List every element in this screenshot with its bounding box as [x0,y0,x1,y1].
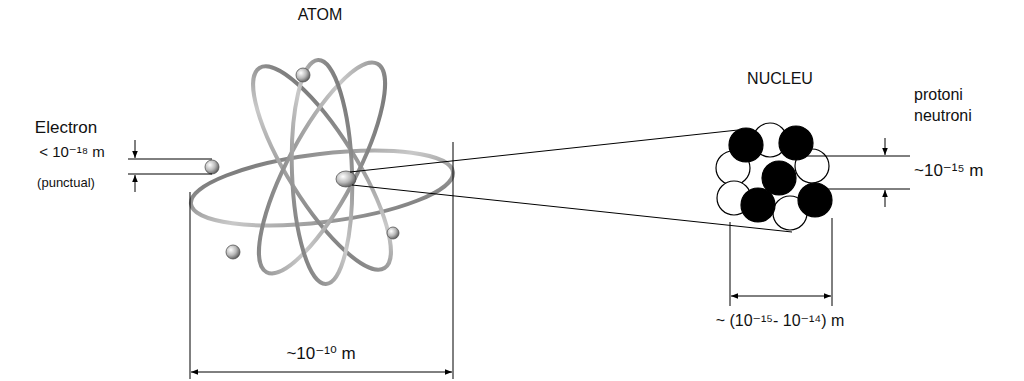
note-label: (punctual) [37,176,95,191]
nucleus-dimension [730,218,832,306]
dimension-label: < 10⁻¹⁸ m [39,143,105,160]
nucleus-heading: NUCLEU [747,70,813,88]
orbits [187,48,457,288]
electron-dimension [128,140,212,192]
atom-heading: ATOM [298,6,343,24]
part-name: Electron [35,118,97,138]
dimension-label: ~10⁻¹⁵ m [914,161,983,181]
zoom-lines [350,130,792,232]
nucleus-zoom [716,123,832,230]
atom-dimension [190,142,453,379]
dimension-label: ~10⁻¹⁰ m [286,344,355,364]
part-name: neutroni [914,107,972,125]
proton-dimension [800,138,910,207]
part-name: protoni [914,86,963,104]
dimension-label: ~ (10⁻¹⁵- 10⁻¹⁴) m [716,312,845,330]
particles [205,68,399,259]
